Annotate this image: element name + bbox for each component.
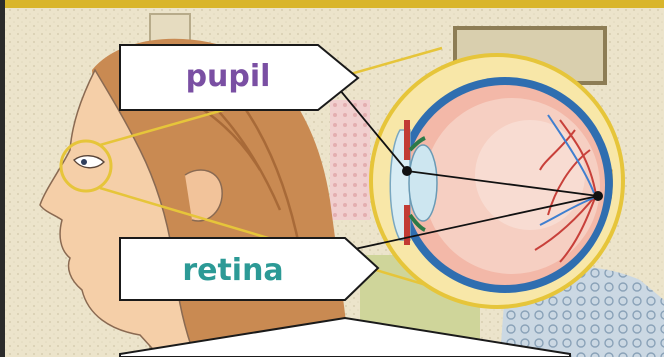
retina-label: retina <box>120 238 378 300</box>
pupil-label: pupil <box>120 45 358 110</box>
iris-lower <box>404 205 410 245</box>
iris-upper <box>404 120 410 160</box>
pupil-label-text: pupil <box>186 59 271 94</box>
left-frame-edge <box>0 0 5 357</box>
lens <box>409 145 437 221</box>
girl-iris <box>81 159 87 165</box>
retina-label-text: retina <box>182 253 283 288</box>
top-frame-bar <box>0 0 664 8</box>
